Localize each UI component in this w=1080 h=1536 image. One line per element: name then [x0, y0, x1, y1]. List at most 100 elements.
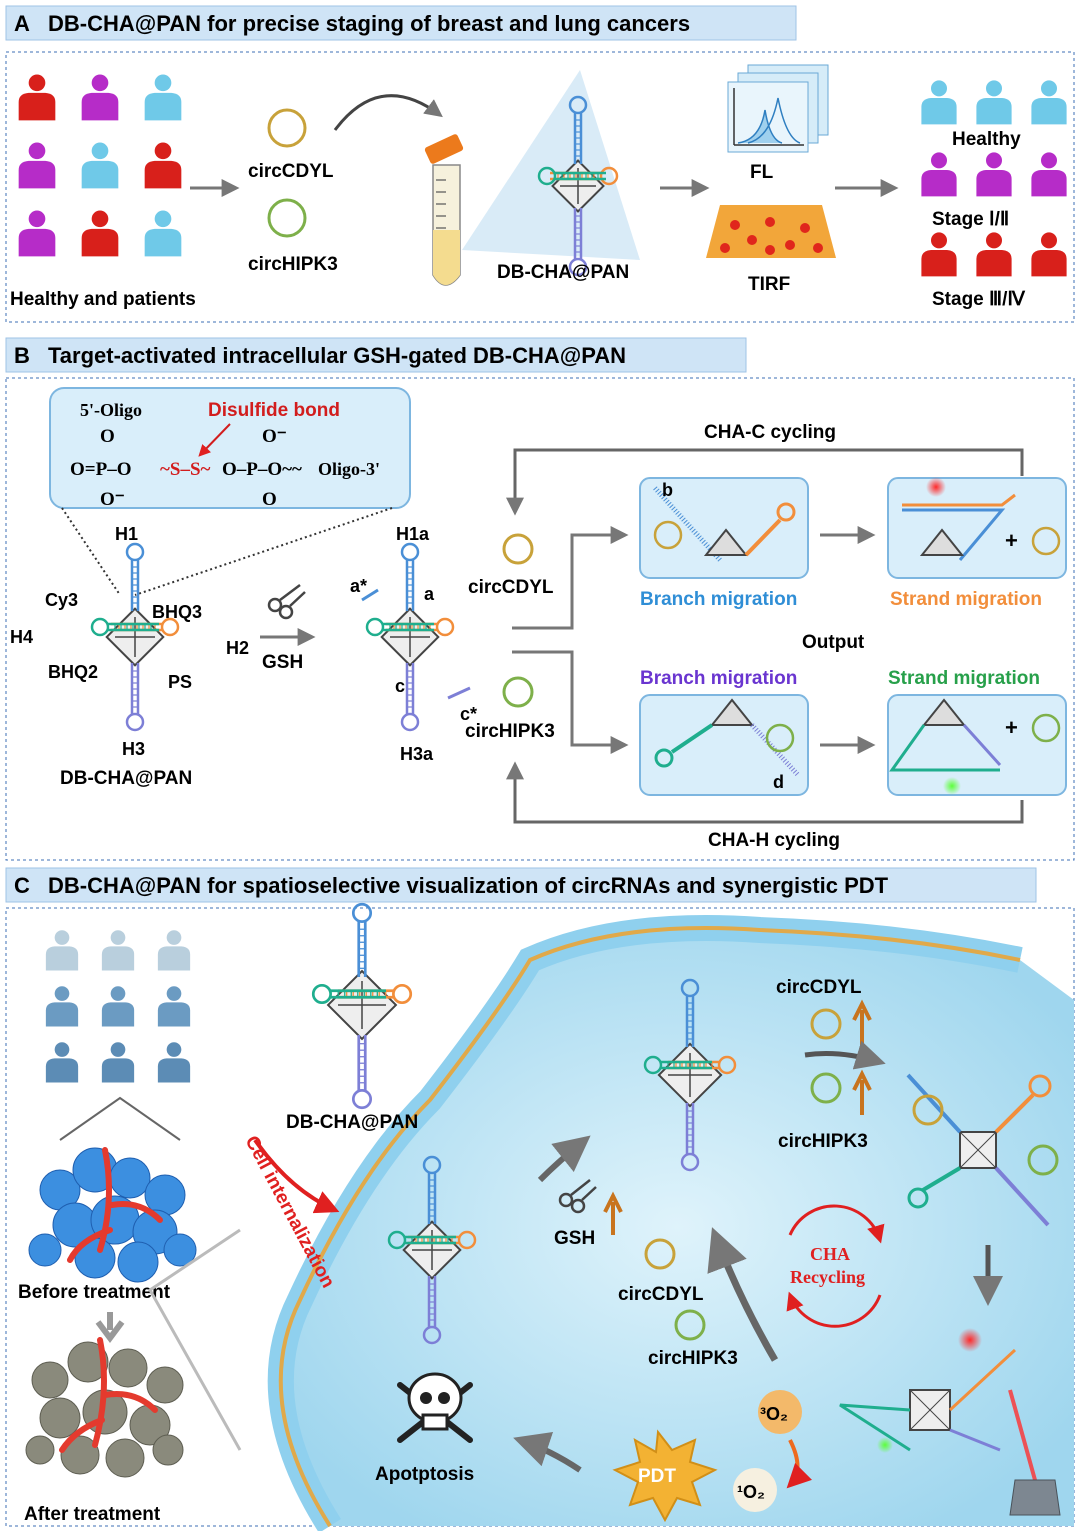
after-label: After treatment	[24, 1504, 161, 1525]
recycling-label: Recycling	[790, 1267, 865, 1287]
svg-text:O⁻: O⁻	[262, 426, 287, 447]
circrna-icon	[810, 1008, 842, 1040]
circrna-icon	[644, 1238, 676, 1270]
gsh-c-label: GSH	[554, 1228, 595, 1249]
disulfide-inset	[49, 387, 411, 509]
bracket	[59, 1096, 181, 1141]
o2-triplet-label: ³O₂	[760, 1404, 788, 1424]
panel-b: B Target-activated intracellular GSH-gat…	[5, 337, 1075, 861]
probe-structure	[387, 1155, 477, 1345]
arrow	[512, 650, 629, 754]
probe-label: DB-CHA@PAN	[497, 262, 629, 283]
circ2-c-label: circHIPK3	[778, 1131, 868, 1152]
signal-green-icon	[943, 777, 961, 795]
c-label: c	[395, 676, 405, 696]
zoom-line	[134, 507, 393, 596]
c-star-label: c*	[460, 704, 477, 724]
healthy-group	[921, 80, 1067, 125]
tetrahedron	[919, 528, 965, 556]
internalization-arrow	[253, 1138, 340, 1214]
oligo3-label: Oligo-3'	[318, 459, 380, 479]
cha-label: CHA	[810, 1244, 850, 1264]
fl-label: FL	[750, 162, 774, 183]
ps-label: PS	[168, 672, 192, 692]
circ2-c2-label: circHIPK3	[648, 1348, 738, 1369]
arrow	[512, 526, 629, 630]
person-icon	[976, 80, 1012, 125]
h3-label: H3	[122, 739, 145, 759]
oligo5-label: 5'-Oligo	[80, 400, 142, 420]
test-tube-icon	[424, 134, 464, 286]
tumor-before-icon	[28, 1147, 197, 1283]
panel-b-header	[5, 337, 747, 373]
disulfide-arrow	[198, 423, 231, 457]
tetrahedron	[709, 698, 755, 726]
cha-c-label: CHA-C cycling	[704, 422, 836, 443]
branch1-label: Branch migration	[640, 589, 797, 610]
zoom-cone	[462, 70, 640, 260]
panel-b-title: Target-activated intracellular GSH-gated…	[48, 343, 626, 368]
panel-c-title: DB-CHA@PAN for spatioselective visualiza…	[48, 873, 889, 898]
scissors-icon	[267, 584, 306, 620]
tumor-after-icon	[25, 1337, 184, 1478]
person-icon	[144, 210, 182, 257]
circrna-icon	[267, 108, 307, 148]
person-icon	[45, 1042, 79, 1083]
svg-text:O: O	[100, 426, 115, 447]
person-icon	[157, 1042, 191, 1083]
panel-b-frame	[5, 377, 1075, 861]
person-icon	[144, 142, 182, 189]
healthy-label: Healthy	[952, 129, 1021, 150]
svg-text:O⁻: O⁻	[100, 489, 125, 510]
up-arrow	[603, 1191, 623, 1235]
strand-box-upper	[887, 477, 1067, 579]
circ1-c2-label: circCDYL	[618, 1284, 704, 1305]
internalization-label: Cell internalization	[241, 1132, 339, 1291]
panel-b-letter: B	[14, 343, 30, 368]
person-icon	[157, 986, 191, 1027]
probe-b-label: DB-CHA@PAN	[60, 768, 192, 789]
circrna-icon	[1031, 526, 1061, 556]
healthy-patients-label: Healthy and patients	[10, 289, 196, 310]
panel-a-header	[5, 5, 797, 41]
strand	[962, 723, 1002, 767]
down-arrow	[95, 1312, 125, 1343]
svg-text:O–P–O~~: O–P–O~~	[222, 459, 302, 480]
arrow	[537, 1135, 591, 1183]
circrna-icon	[267, 198, 307, 238]
probe-structure	[90, 542, 180, 732]
o2-singlet-label: ¹O₂	[737, 1482, 765, 1502]
tirf-label: TIRF	[748, 274, 790, 295]
panel-c-header	[5, 867, 1037, 903]
stage34-group	[921, 232, 1067, 277]
cha-h-loop	[506, 761, 1024, 824]
person-icon	[157, 930, 191, 971]
strand	[744, 518, 782, 557]
circ1-label: circCDYL	[248, 161, 334, 182]
activated-probe	[365, 542, 455, 732]
circrna-icon	[674, 1309, 706, 1341]
person-icon	[45, 986, 79, 1027]
h3a-label: H3a	[400, 744, 434, 764]
cha-h-label: CHA-H cycling	[708, 830, 840, 851]
arrow	[804, 1040, 886, 1070]
person-icon	[18, 142, 56, 189]
h1-label: H1	[115, 524, 138, 544]
signal-red-icon	[926, 477, 946, 497]
circrna-icon	[810, 1072, 842, 1104]
plus-lower: +	[1005, 715, 1018, 740]
tetrahedron	[703, 528, 749, 556]
pdt-burst-icon	[612, 1429, 718, 1523]
cy3-label: Cy3	[45, 590, 78, 610]
disulfide-formula: O O=P–O O⁻ ~S–S~ O–P–O~~ O⁻ O	[70, 426, 302, 510]
circrna-icon	[1031, 713, 1061, 743]
cell-body	[280, 928, 1074, 1526]
strand1-label: Strand migration	[890, 589, 1042, 610]
circ2-label: circHIPK3	[248, 254, 338, 275]
patient-group	[18, 74, 182, 257]
probe-c-label: DB-CHA@PAN	[286, 1112, 418, 1133]
circrna-icon	[502, 533, 534, 565]
stage34-label: Stage Ⅲ/Ⅳ	[932, 289, 1025, 310]
panel-c-letter: C	[14, 873, 30, 898]
person-icon	[81, 74, 119, 121]
